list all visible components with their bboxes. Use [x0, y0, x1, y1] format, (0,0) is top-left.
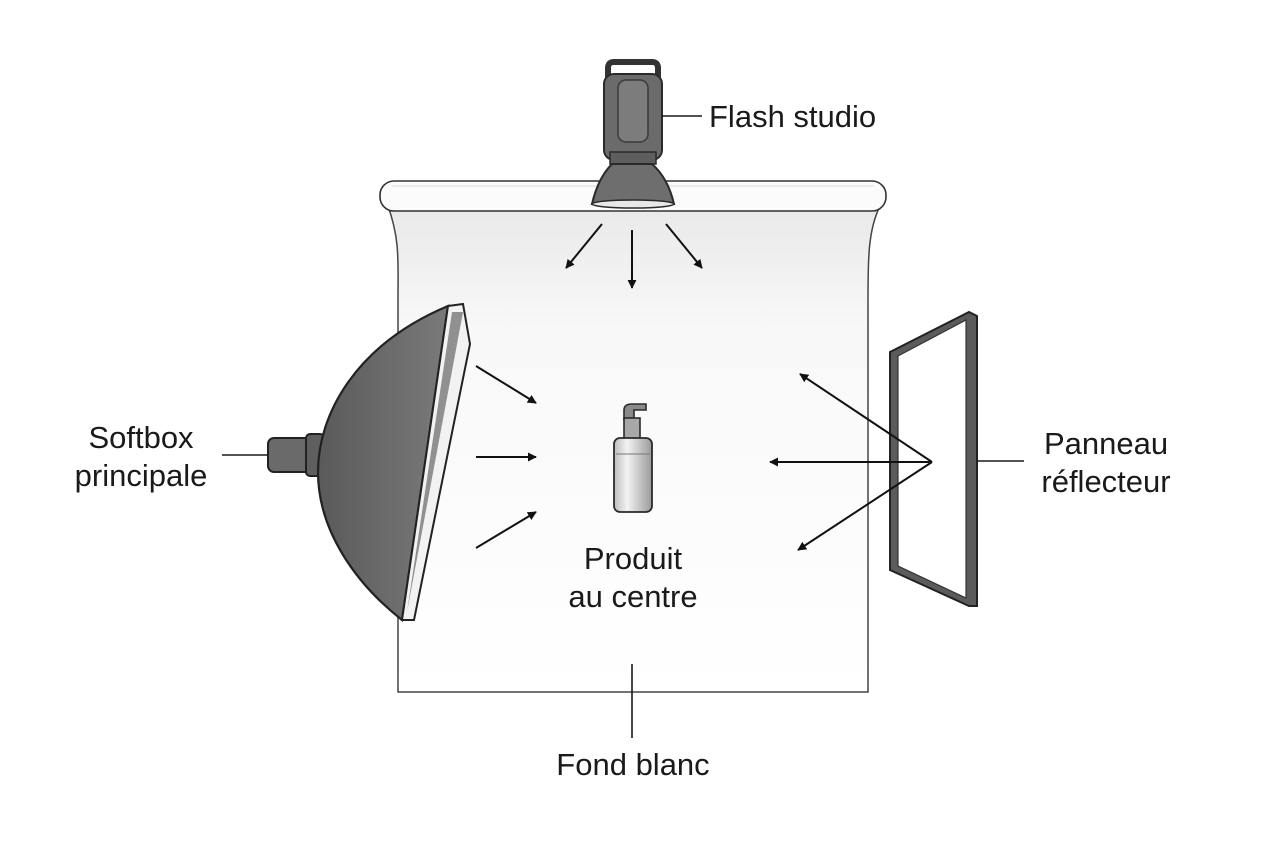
reflected-arrow: [797, 461, 933, 551]
label-white-background: Fond blanc: [556, 747, 709, 782]
reflector-surface: [897, 319, 967, 599]
label-product-line2: au centre: [568, 579, 697, 614]
pump-nozzle: [623, 403, 647, 421]
label-flash-studio: Flash studio: [709, 99, 876, 134]
label-softbox-line1: Softbox: [88, 420, 194, 455]
softbox-dome: [316, 304, 450, 623]
flash-arrow: [665, 223, 703, 269]
label-reflector-line1: Panneau: [1044, 426, 1168, 461]
main-softbox: [267, 302, 472, 623]
product-bottle: [613, 403, 653, 513]
reflector-panel: [889, 310, 978, 607]
label-reflector-line2: réflecteur: [1041, 464, 1170, 499]
reflector-light-arrows: [769, 373, 933, 551]
flash-arrow: [565, 223, 603, 269]
flash-handle: [605, 59, 661, 86]
softbox-light-arrows: [475, 365, 537, 549]
flash-light-arrows: [565, 223, 703, 289]
flash-reflector: [590, 163, 676, 205]
reflected-arrow: [799, 373, 933, 463]
bottle-body: [613, 437, 653, 513]
softbox-arrow: [475, 511, 537, 549]
label-product-line1: Produit: [584, 541, 683, 576]
softbox-arrow: [475, 365, 537, 404]
label-softbox-line2: principale: [75, 458, 208, 493]
studio-flash: [590, 59, 676, 209]
